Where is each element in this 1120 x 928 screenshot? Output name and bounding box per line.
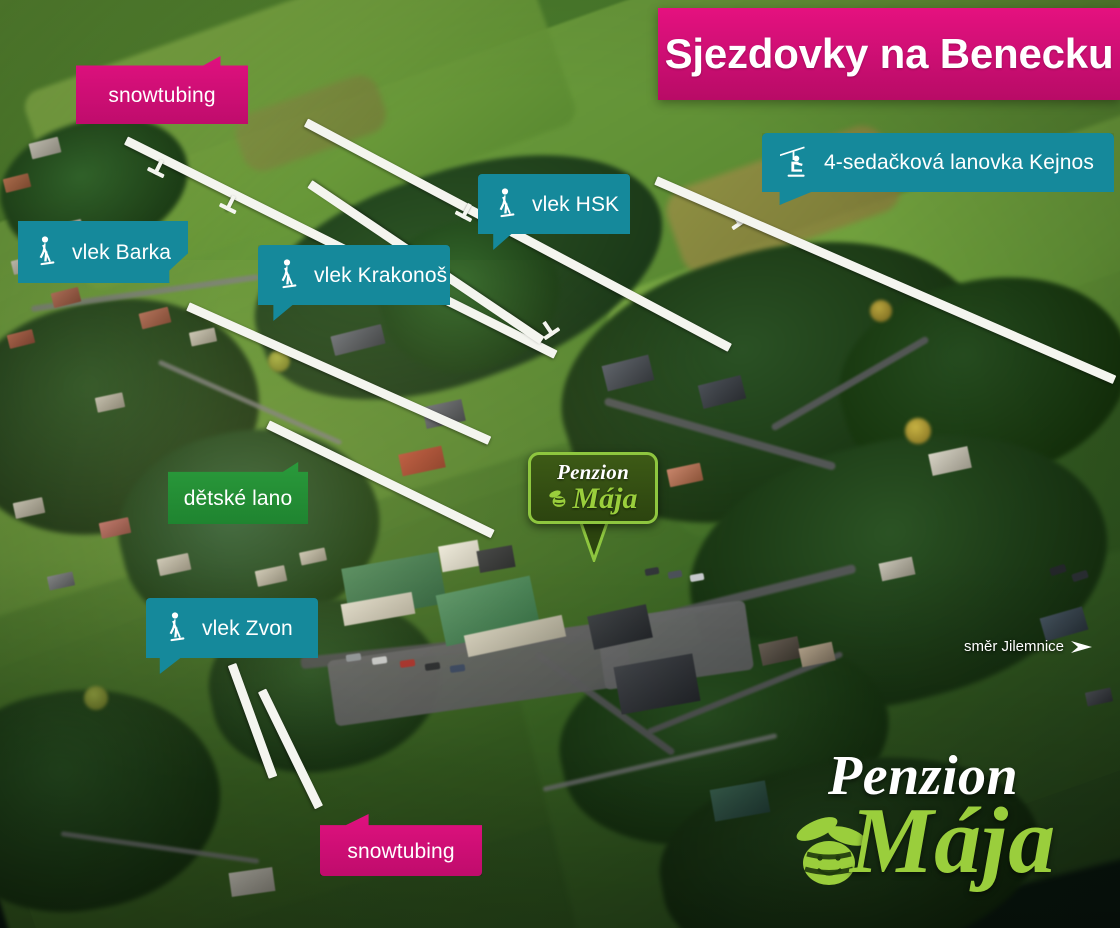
label-detske-lano[interactable]: dětské lano — [168, 462, 308, 524]
label-snowtubing-bottom[interactable]: snowtubing — [320, 814, 482, 876]
page-title: Sjezdovky na Benecku — [664, 30, 1114, 77]
label-snowtubing-top-text: snowtubing — [108, 83, 216, 107]
label-snowtubing-bottom-shape — [320, 814, 482, 876]
maja-pin-tail — [578, 520, 610, 562]
logo-line1: Penzion — [828, 745, 1019, 807]
label-detske-lano-text: dětské lano — [183, 486, 293, 510]
bee-icon — [549, 490, 566, 507]
maja-pin-line1: Penzion — [556, 460, 630, 484]
label-vlek-krakonos[interactable]: vlek Krakonoš — [258, 245, 450, 305]
maja-pin[interactable]: Penzion Mája — [528, 452, 658, 524]
direction-indicator: směr Jilemnice — [964, 638, 1093, 655]
label-vlek-krakonos-text: vlek Krakonoš — [314, 263, 448, 287]
label-lanovka-kejnos[interactable]: 4-sedačková lanovka Kejnos — [762, 133, 1114, 192]
ski-lift-icon — [162, 611, 192, 645]
label-detske-lano-shape — [168, 462, 308, 524]
logo-line2: Mája — [850, 789, 1056, 893]
maja-pin-line2: Mája — [572, 482, 638, 515]
ski-lift-icon — [492, 187, 522, 221]
label-vlek-barka[interactable]: vlek Barka — [18, 221, 188, 283]
tree — [870, 300, 892, 322]
label-vlek-krakonos-shape — [258, 245, 450, 321]
label-lanovka-kejnos-shape — [762, 133, 1114, 205]
label-vlek-barka-text: vlek Barka — [72, 240, 172, 264]
label-snowtubing-top[interactable]: snowtubing — [76, 56, 248, 124]
direction-label: směr Jilemnice — [964, 638, 1065, 655]
label-lanovka-kejnos-text: 4-sedačková lanovka Kejnos — [824, 151, 1094, 174]
label-vlek-hsk[interactable]: vlek HSK — [478, 174, 630, 234]
label-vlek-zvon[interactable]: vlek Zvon — [146, 598, 318, 658]
ski-lift-icon — [32, 235, 62, 269]
tree — [84, 686, 108, 710]
label-snowtubing-bottom-text: snowtubing — [347, 839, 455, 863]
tree — [268, 350, 290, 372]
ski-lift-icon — [274, 258, 304, 292]
label-vlek-hsk-text: vlek HSK — [532, 192, 620, 216]
penzion-maja-logo: Penzion Mája — [790, 748, 1110, 898]
label-vlek-hsk-shape — [478, 174, 630, 250]
label-snowtubing-top-shape — [76, 56, 248, 124]
tree — [905, 418, 931, 444]
label-vlek-zvon-text: vlek Zvon — [202, 616, 293, 640]
bee-icon — [796, 817, 867, 885]
page-title-banner: Sjezdovky na Benecku — [658, 8, 1120, 100]
arrow-right-icon — [1071, 640, 1093, 653]
chairlift-icon — [780, 146, 810, 180]
